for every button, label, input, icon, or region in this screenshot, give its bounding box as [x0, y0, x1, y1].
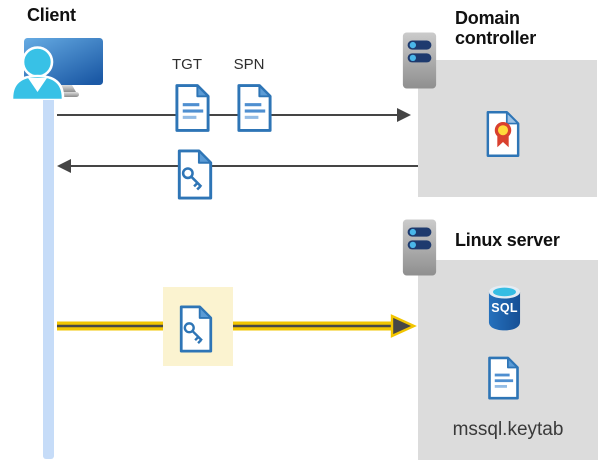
- client-label: Client: [27, 5, 76, 25]
- sql-database-label: SQL: [491, 301, 518, 315]
- spn-label: SPN: [233, 56, 265, 73]
- request-arrow-line: [57, 114, 398, 116]
- response-arrow-line: [71, 165, 418, 167]
- tgt-document-icon: [173, 83, 212, 133]
- certificate-icon: [485, 110, 521, 158]
- request-arrow-head-icon: [397, 108, 411, 122]
- domain-controller-label: Domain controller: [455, 8, 537, 48]
- response-arrow-head-icon: [57, 159, 71, 173]
- key-ticket-icon: [175, 149, 215, 200]
- tgt-label: TGT: [172, 56, 202, 73]
- linux-server-label: Linux server: [455, 230, 560, 250]
- client-timeline: [43, 86, 54, 459]
- keytab-document-icon: [486, 353, 521, 403]
- domain-controller-server-icon: [402, 32, 437, 89]
- key-ticket-highlighted-icon: [177, 305, 215, 353]
- auth-arrow: [57, 314, 417, 338]
- client-computer-icon: [3, 34, 108, 100]
- keytab-filename: mssql.keytab: [452, 419, 564, 440]
- linux-server-icon: [402, 219, 437, 276]
- spn-document-icon: [235, 83, 274, 133]
